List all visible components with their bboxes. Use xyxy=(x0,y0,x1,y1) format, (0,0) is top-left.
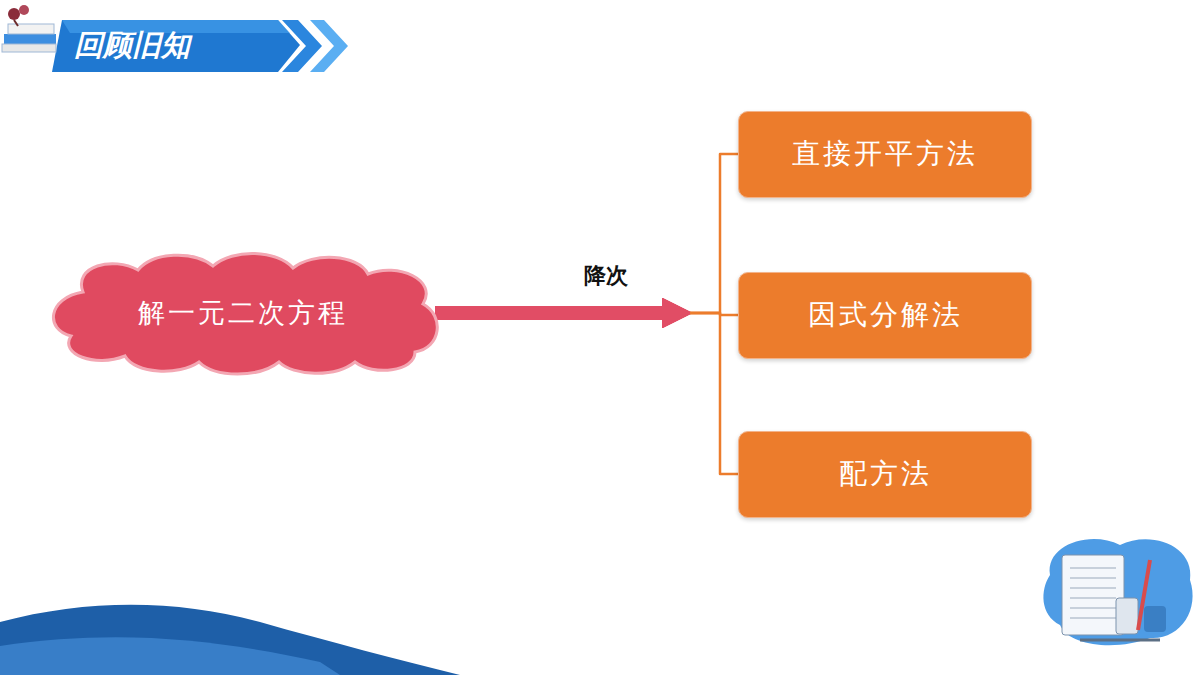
topic-text: 解一元二次方程 xyxy=(138,295,348,331)
method-box: 直接开平方法 xyxy=(738,111,1032,198)
wave xyxy=(0,605,460,675)
edge-label: 降次 xyxy=(582,261,630,291)
method-name: 配方法 xyxy=(839,455,932,493)
study-illustration xyxy=(1043,539,1192,645)
slide-title: 回顾旧知 xyxy=(74,22,190,68)
book-icon xyxy=(2,5,56,52)
title-banner xyxy=(52,20,300,72)
topic-cloud: 解一元二次方程 xyxy=(43,252,443,374)
bracket-line xyxy=(690,154,738,313)
method-connector xyxy=(435,154,738,313)
method-box: 因式分解法 xyxy=(738,272,1032,359)
wave xyxy=(0,637,340,675)
method-connector xyxy=(435,313,738,474)
method-name: 直接开平方法 xyxy=(792,135,978,173)
method-name: 因式分解法 xyxy=(808,296,963,334)
reduce-arrow xyxy=(435,306,668,320)
chevron xyxy=(310,20,348,72)
method-box: 配方法 xyxy=(738,431,1032,518)
bracket-line xyxy=(690,313,738,474)
reduce-arrow xyxy=(435,306,668,320)
chevron xyxy=(282,20,322,72)
reduce-arrow xyxy=(435,306,668,320)
